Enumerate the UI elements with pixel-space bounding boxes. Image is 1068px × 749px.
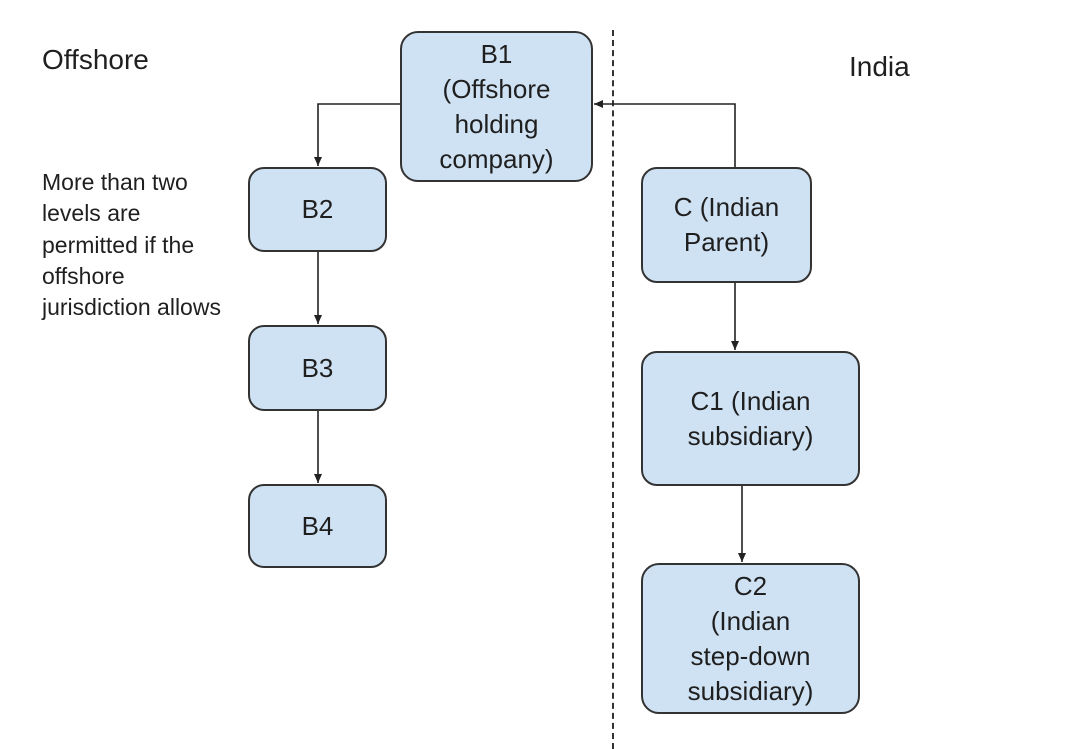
node-b3: B3 (248, 325, 387, 411)
jurisdiction-divider (612, 30, 614, 749)
node-b4-label: B4 (301, 510, 334, 541)
node-c-indian-parent: C (Indian Parent) (641, 167, 812, 283)
node-c2-indian-step-down-subsidiary: C2 (Indian step-down subsidiary) (641, 563, 860, 714)
india-region-label: India (849, 51, 910, 82)
arrow-b1-to-b2 (314, 103, 400, 166)
offshore-region-label: Offshore (42, 44, 149, 75)
node-b1-label: B1 (Offshore holding company) (439, 38, 554, 174)
node-c1-indian-subsidiary: C1 (Indian subsidiary) (641, 351, 860, 486)
node-b2-label: B2 (301, 194, 334, 224)
levels-note: More than two levels are permitted if th… (42, 169, 221, 321)
node-b4: B4 (248, 484, 387, 568)
node-b2: B2 (248, 167, 387, 252)
node-b3-label: B3 (301, 352, 334, 383)
arrow-c-to-b1 (594, 100, 736, 167)
node-b1-offshore-holding-company: B1 (Offshore holding company) (400, 31, 593, 182)
node-c1-label: C1 (Indian subsidiary) (687, 385, 814, 451)
node-c2-label: C2 (Indian step-down subsidiary) (687, 570, 814, 706)
node-c-label: C (Indian Parent) (673, 192, 780, 257)
